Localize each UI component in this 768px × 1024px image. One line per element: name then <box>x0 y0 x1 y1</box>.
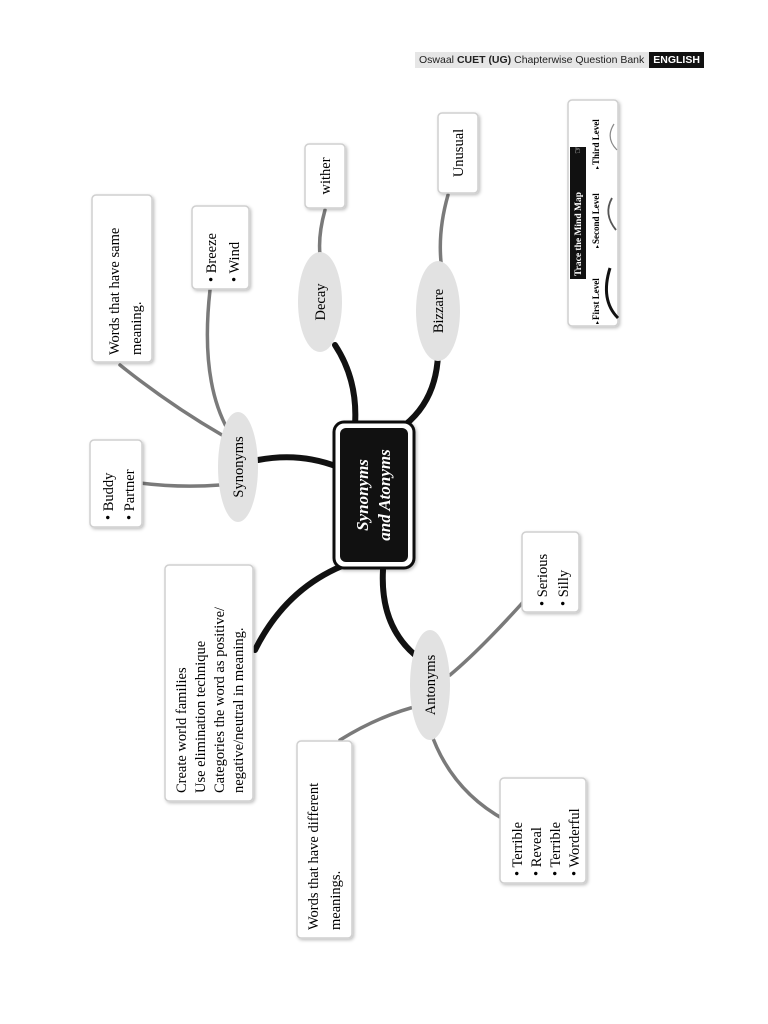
connector-ant-examples2 <box>428 728 507 822</box>
antonyms-examples-box-1: • Serious • Silly <box>521 531 580 613</box>
bizzare-label: Bizzare <box>431 289 447 333</box>
legend-level-third: Third Level <box>591 119 601 165</box>
legend-swatch-second <box>607 197 617 231</box>
connector-ant-examples1 <box>448 598 527 677</box>
legend-title: Trace the Mind Map <box>574 192 584 276</box>
synonyms-label: Synonyms <box>231 436 247 498</box>
synonyms-examples-box-1: • Breeze • Wind <box>191 205 250 290</box>
connector-wither <box>317 208 327 257</box>
tip-line-3: Categories the word as positive/ <box>212 606 228 793</box>
synonyms-examples-box-2: • Buddy • Partner <box>89 439 143 528</box>
antonyms-definition-line2: meanings. <box>328 871 344 930</box>
bizzare-node: Bizzare <box>416 261 460 361</box>
legend-swatch-third <box>609 123 618 151</box>
subject-tag: ENGLISH <box>649 52 704 68</box>
antonyms-example-worderful: • Worderful <box>567 808 583 876</box>
legend-level-second: Second Level <box>591 193 601 244</box>
legend-level-first: First Level <box>591 278 601 320</box>
antonyms-example-terrible-1: • Terrible <box>510 822 526 876</box>
publisher-name: Oswaal <box>419 54 455 66</box>
connector-syn-examples2 <box>138 481 222 488</box>
legend-bullet-3: ▸ <box>594 166 601 169</box>
synonyms-definition-line2: meaning. <box>129 301 145 355</box>
book-subtitle: Chapterwise Question Bank <box>514 54 645 66</box>
antonyms-example-terrible-2: • Terrible <box>548 822 564 876</box>
header-title: Oswaal CUET (UG) Chapterwise Question Ba… <box>415 52 650 68</box>
unusual-box: Unusual <box>437 112 479 194</box>
connector-decay <box>332 342 359 428</box>
synonyms-example-buddy: • Buddy <box>101 472 117 520</box>
legend-swatch-first <box>604 267 620 320</box>
connector-bizzare <box>402 352 441 428</box>
legend-bullet-2: ▸ <box>594 245 601 248</box>
synonyms-example-wind: • Wind <box>227 241 243 282</box>
connector-tips <box>252 563 345 653</box>
connector-antonyms <box>379 567 418 658</box>
antonyms-example-serious: • Serious <box>535 553 551 606</box>
connector-ant-definition <box>338 703 424 742</box>
page-header: Oswaal CUET (UG) Chapterwise Question Ba… <box>415 52 704 68</box>
synonyms-example-breeze: • Breeze <box>204 233 220 282</box>
decay-node: Decay <box>298 252 342 352</box>
tips-box: Create world families Use elimination te… <box>164 564 254 802</box>
decay-label: Decay <box>313 283 329 321</box>
antonyms-node: Antonyms <box>410 630 450 740</box>
synonyms-example-partner: • Partner <box>122 469 138 520</box>
antonyms-example-reveal: • Reveal <box>529 827 545 876</box>
first-level-connectors <box>252 342 441 658</box>
antonyms-definition-box: Words that have different meanings. <box>296 740 353 939</box>
connector-synonyms <box>255 454 341 470</box>
synonyms-definition-box: Words that have same meaning. <box>91 194 153 363</box>
antonyms-examples-box-2: • Terrible • Reveal • Terrible • Worderf… <box>499 777 587 884</box>
antonyms-label: Antonyms <box>423 654 439 715</box>
mind-map-legend: Trace the Mind Map ☞ First Level Second … <box>567 99 620 327</box>
wither-label: wither <box>318 157 334 194</box>
unusual-label: Unusual <box>451 129 467 177</box>
synonyms-node: Synonyms <box>218 412 258 522</box>
antonyms-definition-line1: Words that have different <box>306 783 322 930</box>
connector-unusual <box>438 193 450 264</box>
series-name: CUET (UG) <box>456 54 512 66</box>
central-topic: Synonyms and Atonyms <box>332 420 416 570</box>
tip-line-4: negative/neutral in meaning. <box>231 628 247 793</box>
pointing-hand-icon: ☞ <box>573 145 584 154</box>
central-title-line2: and Atonyms <box>375 449 394 541</box>
connector-syn-examples1 <box>205 288 230 432</box>
legend-bullet-1: ▸ <box>594 321 601 324</box>
connector-syn-definition <box>118 363 224 437</box>
wither-box: wither <box>304 143 346 209</box>
central-title-line1: Synonyms <box>353 459 372 531</box>
synonyms-definition-line1: Words that have same <box>107 228 123 355</box>
antonyms-example-silly: • Silly <box>556 569 572 606</box>
tip-line-2: Use elimination technique <box>193 641 209 793</box>
tip-line-1: Create world families <box>174 667 190 793</box>
